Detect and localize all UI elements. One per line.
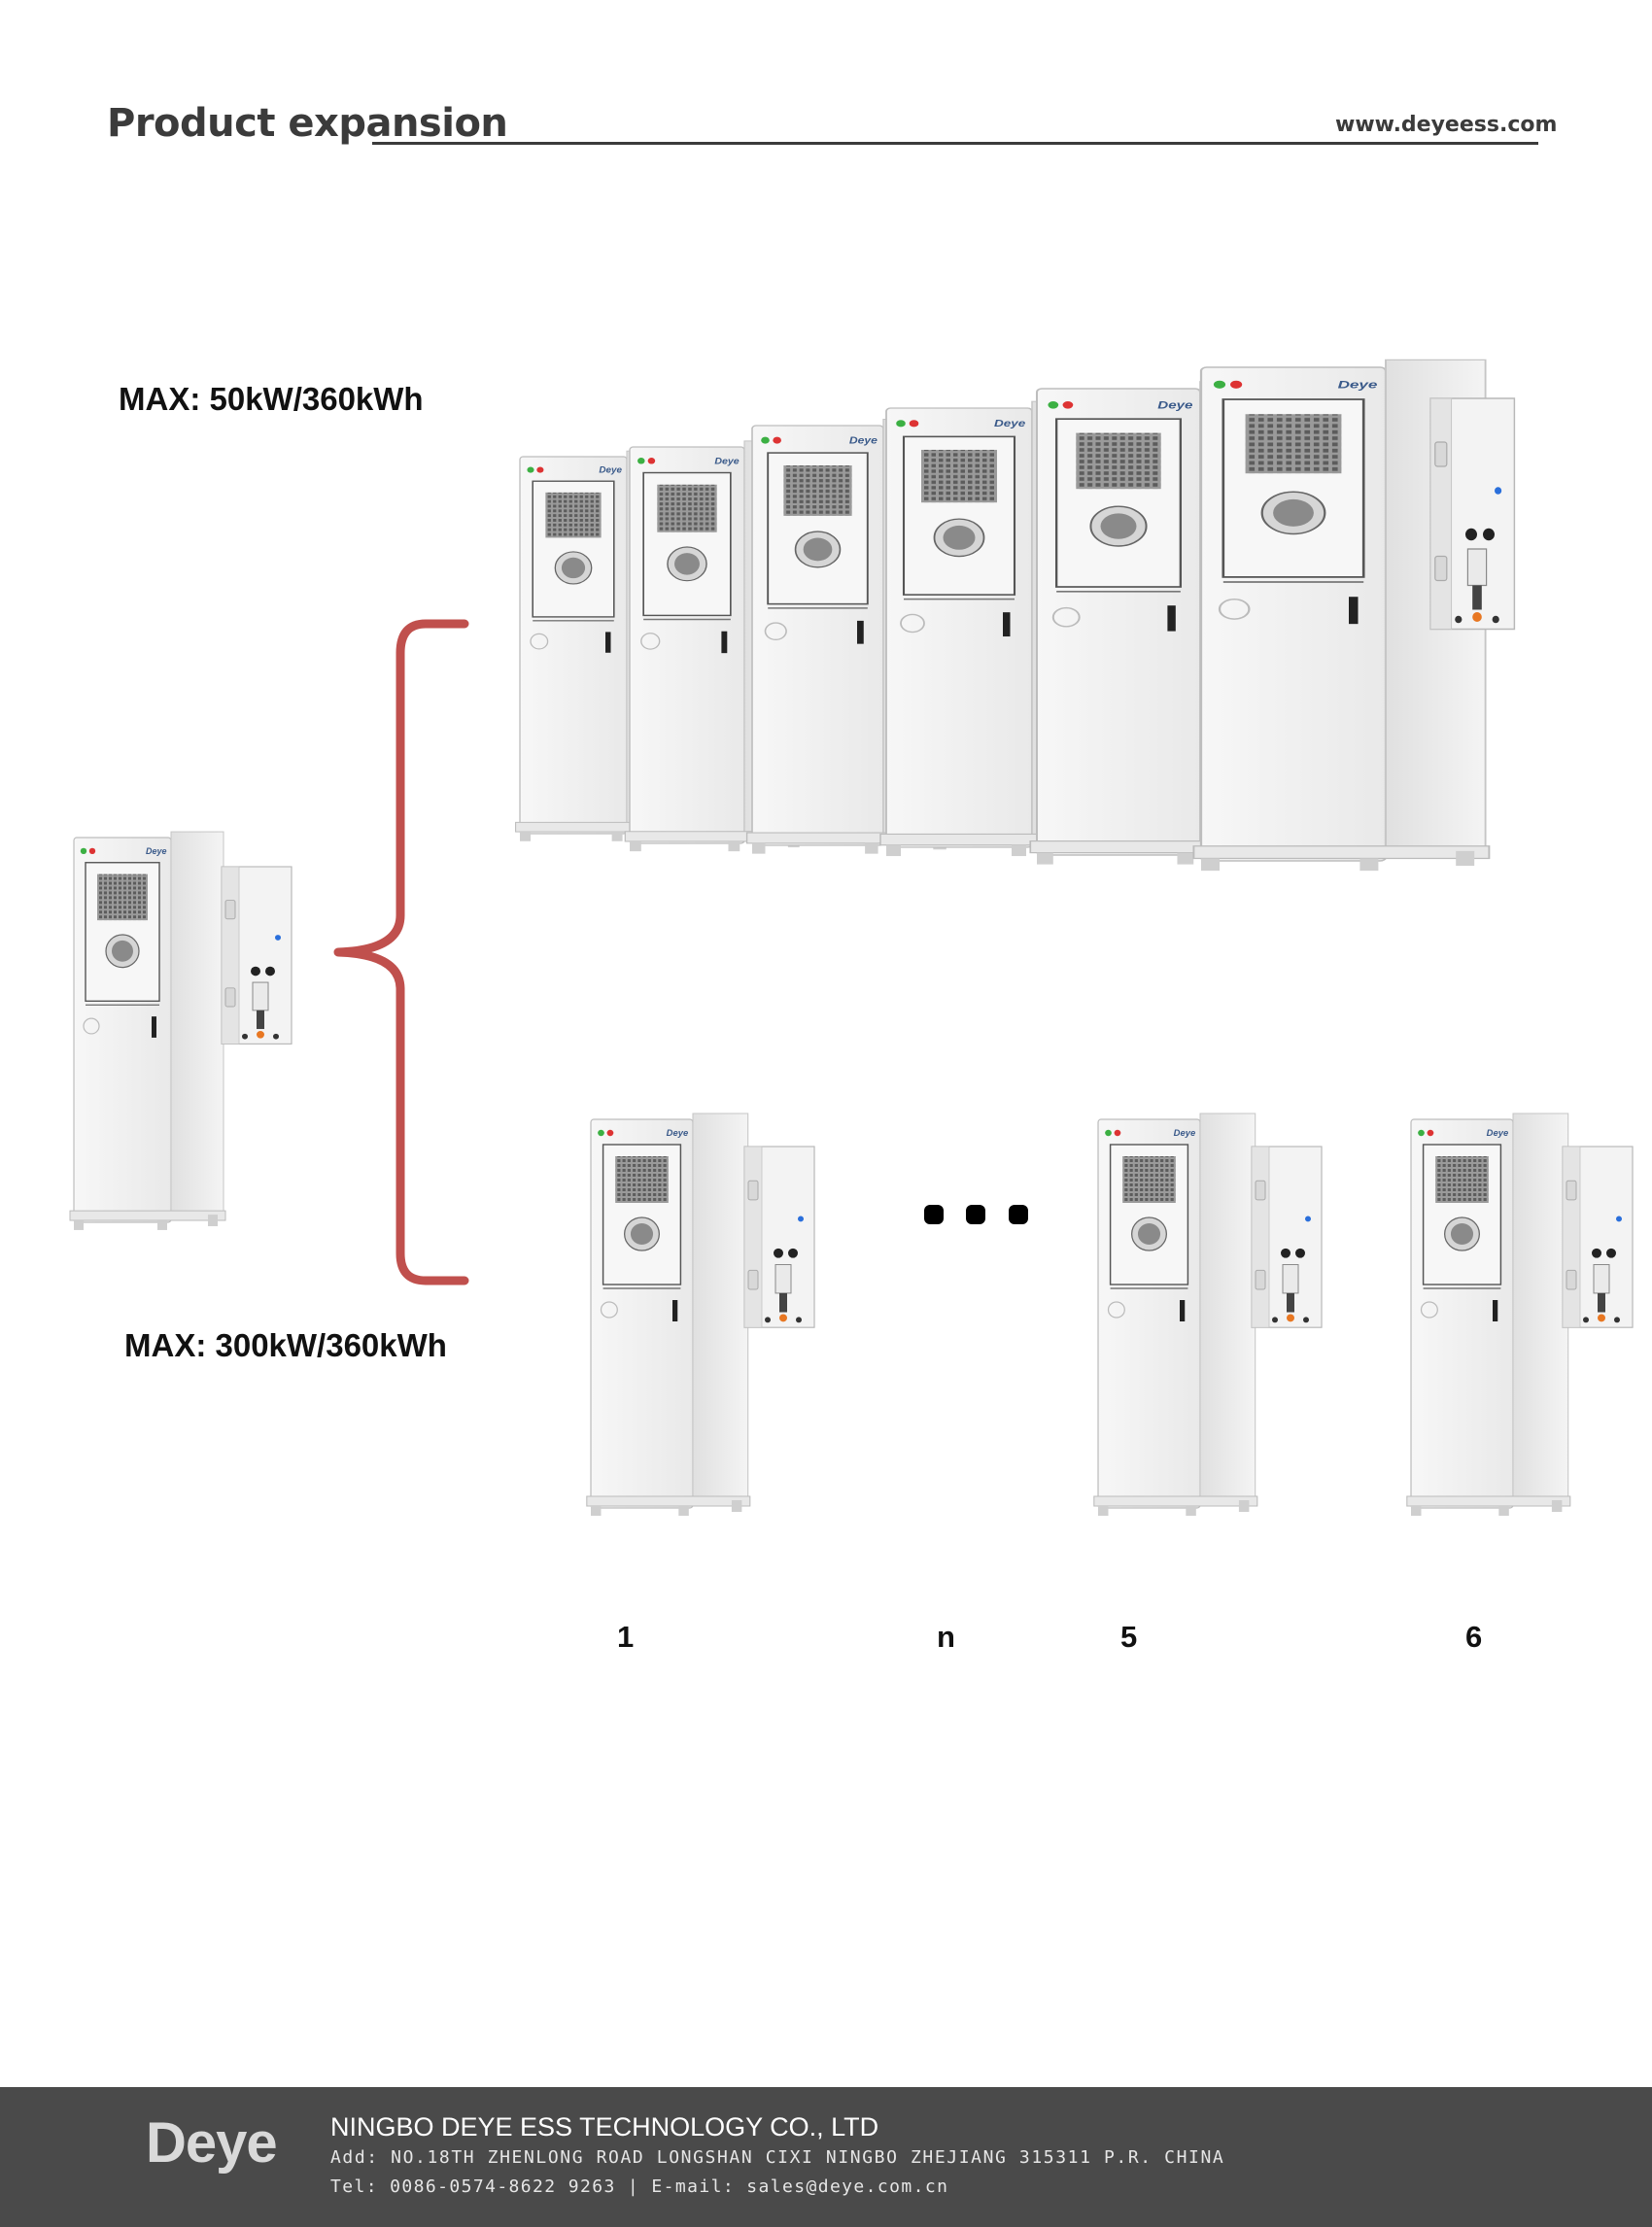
company-name: NINGBO DEYE ESS TECHNOLOGY CO., LTD xyxy=(330,2112,879,2141)
deye-logo: Deye xyxy=(146,2111,278,2175)
unit-label-n: n xyxy=(937,1620,955,1654)
unit-label-5: 5 xyxy=(1120,1620,1137,1654)
cabinet-row-top xyxy=(514,359,1516,873)
header-divider xyxy=(372,142,1538,145)
unit-label-6: 6 xyxy=(1465,1620,1482,1654)
ellipsis-dots xyxy=(924,1205,1028,1224)
page-title: Product expansion xyxy=(107,101,508,146)
company-contact: Tel: 0086-0574-8622 9263 | E-mail: sales… xyxy=(330,2176,949,2197)
max-capacity-caption-top: MAX: 50kW/360kWh xyxy=(119,381,424,417)
single-cabinet-left xyxy=(69,831,293,1231)
max-capacity-caption-bottom: MAX: 300kW/360kWh xyxy=(124,1327,447,1363)
unit-label-1: 1 xyxy=(617,1620,634,1654)
grouping-bracket xyxy=(333,619,469,1285)
company-address: Add: NO.18TH ZHENLONG ROAD LONGSHAN CIXI… xyxy=(330,2147,1225,2168)
product-expansion-illustration: Deye xyxy=(69,359,1634,1654)
cabinet-row-bottom xyxy=(586,1113,1634,1517)
footer-bar xyxy=(0,2087,1652,2227)
website-link[interactable]: www.deyeess.com xyxy=(1335,113,1558,137)
